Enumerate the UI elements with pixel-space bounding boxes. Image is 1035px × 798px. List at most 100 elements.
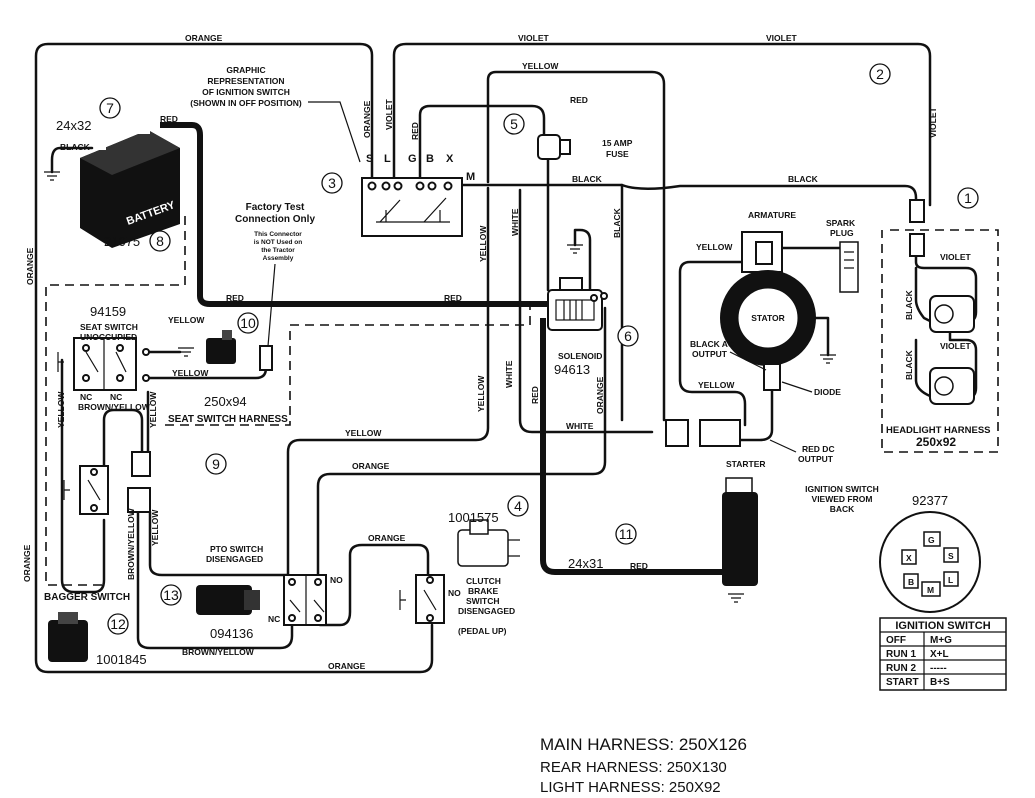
red-dc-label: OUTPUT [798, 454, 834, 464]
ign-pin: S [948, 551, 954, 561]
wire-label: BLACK [904, 289, 914, 320]
legend-main-harness: MAIN HARNESS: 250X126 [540, 735, 747, 754]
wire-black-right [620, 183, 918, 212]
wire-label: WHITE [510, 208, 520, 236]
callout-2: 2 [876, 66, 884, 82]
ign-term-x: X [446, 153, 454, 165]
fuse-15-amp [537, 134, 571, 160]
ground-icon [567, 244, 583, 254]
pedal-label: (PEDAL UP) [458, 626, 507, 636]
wire-label: VIOLET [518, 33, 550, 43]
outline-mid-harness [290, 295, 531, 326]
wire-violet-top [392, 42, 932, 207]
wire-label: ORANGE [595, 376, 605, 414]
headlight-harness-part: 250x92 [916, 435, 956, 449]
wire-labels: ORANGE VIOLET VIOLET VIOLET YELLOW RED B… [22, 33, 972, 671]
seat-switch-title: SEAT SWITCH [80, 322, 138, 332]
connector-pto [127, 487, 151, 513]
seat-harness-part: 250x94 [204, 394, 247, 409]
harness-legend: MAIN HARNESS: 250X126 REAR HARNESS: 250X… [540, 735, 747, 796]
ign-part: 92377 [912, 493, 948, 508]
spark-plug-label: SPARK [826, 218, 856, 228]
wire-label: YELLOW [476, 375, 486, 412]
wire-red-starter [540, 318, 722, 575]
fuse-label: FUSE [606, 149, 629, 159]
starter-label: STARTER [726, 459, 766, 469]
armature-label: ARMATURE [748, 210, 796, 220]
ign-table-pos: OFF [886, 635, 906, 646]
wire-label: ORANGE [328, 661, 366, 671]
wire-label: BLACK [612, 207, 622, 238]
legend-light-harness: LIGHT HARNESS: 250X92 [540, 779, 721, 796]
wire-label: BLACK [788, 174, 819, 184]
wire-label: RED [570, 95, 588, 105]
red-dc-label: RED DC [802, 444, 835, 454]
wire-label: YELLOW [172, 368, 209, 378]
diode-component [763, 363, 781, 391]
ign-pin: M [927, 585, 934, 595]
callout-10: 10 [240, 315, 256, 331]
ign-pin: L [948, 575, 953, 585]
outline-seat-harness [45, 216, 186, 586]
clutch-brake-switch [399, 519, 520, 624]
ign-viewed-label: IGNITION SWITCH [805, 484, 879, 494]
battery-size: 24x32 [56, 118, 91, 133]
clutch-part: 1001575 [448, 510, 499, 525]
seat-switch [57, 337, 150, 391]
wire-label: YELLOW [168, 315, 205, 325]
wire-label: ORANGE [368, 533, 406, 543]
wire-yellow-stat [678, 260, 747, 427]
solenoid-label: SOLENOID [558, 351, 602, 361]
wire-stator-ground [810, 316, 830, 357]
wire-label: YELLOW [698, 380, 735, 390]
wire-label: VIOLET [384, 98, 394, 130]
wire-label: BLACK [60, 142, 91, 152]
pto-nc: NC [268, 614, 280, 624]
headlight-harness-title: HEADLIGHT HARNESS [886, 425, 991, 436]
ign-term-l: L [384, 153, 391, 165]
starter [722, 477, 758, 603]
callout-5: 5 [510, 116, 518, 132]
outline-headlight-harness [881, 229, 999, 453]
starter-cable: 24x31 [568, 556, 603, 571]
callout-4: 4 [514, 498, 522, 514]
black-ac-label: BLACK AC [690, 339, 734, 349]
wire-yellow-left-v [286, 186, 490, 577]
bagger-switch-part [48, 612, 88, 662]
seat-brown-yellow: BROWN/YELLOW [78, 402, 151, 412]
wire-black-batt [50, 146, 94, 174]
solenoid-part: 94613 [554, 362, 590, 377]
wire-yellow-top [486, 70, 666, 422]
bagger-switch [63, 465, 109, 515]
wire-label: VIOLET [940, 252, 972, 262]
wire-orange-v [316, 306, 607, 577]
callout-3: 3 [328, 175, 336, 191]
ign-table-pos: RUN 1 [886, 649, 916, 660]
factory-note: Assembly [263, 255, 294, 262]
wire-label: BROWN/YELLOW [126, 507, 136, 580]
outline-seat-harness2 [165, 330, 291, 426]
wire-label: WHITE [566, 421, 594, 431]
wire-label: YELLOW [56, 391, 66, 428]
leader-line [781, 381, 813, 393]
bagger-label: BAGGER SWITCH [44, 592, 130, 603]
leader-line [267, 263, 276, 347]
spark-plug [839, 241, 859, 293]
leader-line [308, 101, 361, 163]
callout-12: 12 [110, 616, 126, 632]
solenoid [547, 277, 608, 331]
ignition-table-text: IGNITION SWITCH OFF M+G RUN 1 X+L RUN 2 … [886, 620, 991, 688]
diode-label: DIODE [814, 387, 841, 397]
pto-title: DISENGAGED [206, 554, 263, 564]
wire-label: VIOLET [940, 341, 972, 351]
leader-line [729, 351, 767, 371]
wire-label: ORANGE [362, 100, 372, 138]
wire-label: VIOLET [928, 106, 938, 138]
ground-icon [44, 171, 60, 181]
callouts: 1 2 3 4 5 6 7 8 9 10 11 12 13 [99, 63, 979, 635]
wire-red-top [418, 104, 546, 182]
connector-seat [131, 451, 151, 477]
wire-label: YELLOW [345, 428, 382, 438]
wire-label: VIOLET [766, 33, 798, 43]
